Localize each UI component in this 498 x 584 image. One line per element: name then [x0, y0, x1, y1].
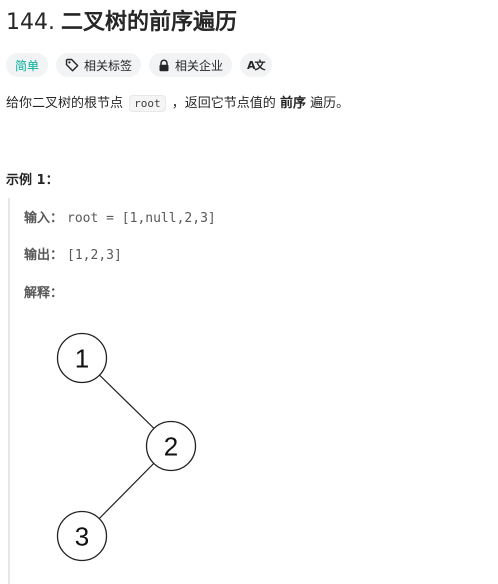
example-explain-line: 解释：	[24, 282, 63, 301]
tree-node-2: 2	[145, 420, 197, 472]
description-bold-preorder: 前序	[279, 96, 306, 111]
related-companies-label: 相关企业	[175, 58, 224, 73]
problem-title: 144. 二叉树的前序遍历	[6, 8, 237, 38]
problem-name: 二叉树的前序遍历	[60, 10, 237, 35]
input-label: 输入：	[24, 211, 64, 226]
explain-label: 解释：	[24, 286, 64, 301]
inline-code-root: root	[129, 95, 166, 112]
example-input-line: 输入： root = [1,null,2,3]	[24, 207, 216, 226]
input-value: root = [1,null,2,3]	[67, 211, 216, 226]
lock-icon	[158, 59, 170, 72]
description-text-3: 遍历。	[310, 96, 350, 111]
tree-node-3: 3	[56, 510, 108, 562]
tree-node-1: 1	[56, 332, 108, 384]
related-topics-button[interactable]: 相关标签	[56, 53, 142, 77]
difficulty-badge[interactable]: 简单	[6, 53, 49, 77]
problem-description: 给你二叉树的根节点 root ，返回它节点值的 前序 遍历。	[6, 94, 349, 114]
translate-button[interactable]: A文	[240, 53, 272, 77]
node-1-label: 1	[75, 344, 89, 374]
output-value: [1,2,3]	[67, 248, 122, 263]
description-text-1: 给你二叉树的根节点	[6, 96, 124, 111]
description-text-2: ，返回它节点值的	[171, 96, 276, 111]
tag-row: 简单 相关标签 相关企业 A文	[6, 53, 272, 77]
node-2-label: 2	[164, 432, 178, 462]
output-label: 输出：	[24, 248, 64, 263]
example-title: 示例 1：	[6, 173, 59, 188]
related-companies-button[interactable]: 相关企业	[149, 53, 233, 77]
related-topics-label: 相关标签	[84, 58, 133, 73]
example-output-line: 输出： [1,2,3]	[24, 244, 122, 263]
problem-number: 144.	[6, 10, 55, 35]
tag-icon	[65, 58, 79, 72]
node-3-label: 3	[75, 522, 89, 552]
example-block: 输入： root = [1,null,2,3] 输出： [1,2,3] 解释： …	[8, 198, 490, 584]
binary-tree-diagram: 1 2 3	[56, 332, 197, 562]
difficulty-label: 简单	[15, 58, 40, 73]
translate-icon: A文	[247, 59, 265, 72]
